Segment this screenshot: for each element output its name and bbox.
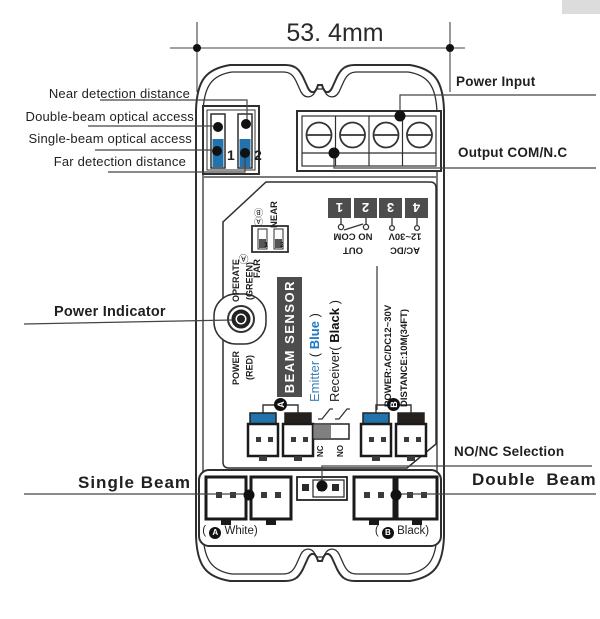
emitter-line: Emitter ( Blue ) [305,276,325,402]
receiver-word: Receiver [327,350,343,402]
terminal-power-labels: AC/DC 12~30V [379,229,431,257]
callout-no-nc-selection: NO/NC Selection [454,444,565,459]
connector-pair-b [359,404,428,461]
no-label: NO [336,445,345,457]
beam-sensor-title-box: BEAM SENSOR [277,277,302,397]
label-a-text: White) [221,525,258,537]
callout-dots [212,110,406,501]
single-beam-sockets [204,475,293,521]
dip-ab-label: ⒶⒷ [254,208,264,226]
receiver-paren-close: ) [327,300,343,309]
specs-block: POWER:AC/DC12~30V DISTANCE:10M(34FT) [381,281,413,407]
emitter-color-word: Blue [307,321,322,350]
label-a-white: ( A White) [180,525,280,539]
emitter-receiver-block: Emitter ( Blue ) Receiver( Black ) [305,276,345,402]
terminal-output-line1: OUT [342,244,364,256]
specs-power-line: POWER:AC/DC12~30V [383,304,394,407]
beam-sensor-title: BEAM SENSOR [282,280,297,394]
label-b-open: ( [374,525,382,537]
dip-switch [251,225,289,253]
receiver-color-word: Black [327,308,343,343]
operate-line2: (GREEN) [244,262,255,300]
terminal-output-labels: OUT NO COM [327,229,379,257]
callout-power-input: Power Input [456,74,536,89]
emitter-paren-open: ( [307,349,322,358]
operate-line1: OPERATE [231,259,241,303]
range-slider-box [202,105,260,175]
terminal-1: 1 [328,198,351,218]
dimension-lines [170,22,465,92]
pair-b-icon: B [386,397,400,411]
emitter-word: Emitter [307,360,322,402]
terminal-wiring-symbols [337,218,421,232]
power-led-line2: (RED) [244,355,255,381]
callout-output-com-nc: Output COM/N.C [458,145,568,160]
dip-switch-1-label: 1 [264,242,268,249]
label-a-letter-icon: A [209,526,222,539]
slider-1-label: 1 [227,147,235,163]
callout-lines [23,94,596,495]
terminal-output-line2: NO COM [333,230,373,242]
dimension-label: 53. 4mm [286,19,384,47]
power-led [213,293,267,345]
terminal-3: 3 [379,198,402,218]
dimension-dot-right [446,44,454,52]
dip-near-label: NEAR [269,201,280,228]
callout-power-indicator: Power Indicator [54,304,166,320]
terminal-4: 4 [404,198,428,218]
dimension-dot-left [193,44,201,52]
label-b-black: ( B Black) [352,525,452,539]
power-led-line1: POWER [231,351,241,386]
callout-double-beam-access: Double-beam optical access [25,109,194,124]
nc-no-switch [312,408,350,440]
terminal-block [296,110,442,172]
label-a-open: ( [202,525,210,537]
terminal-power-line2: 12~30V [388,230,422,242]
terminal-power-line1: AC/DC [389,244,421,256]
label-b-text: Black) [393,525,430,537]
receiver-line: Receiver( Black ) [325,276,345,402]
specs-distance-line: DISTANCE:10M(34FT) [399,309,411,407]
terminal-screws [305,121,433,149]
callout-double-beam: Double Beam [472,470,597,489]
label-panel [222,181,437,469]
pair-a-icon: A [273,397,287,411]
connector-pair-a [246,404,315,461]
receiver-paren-open: ( [327,342,343,351]
slider-2-label: 2 [254,147,262,163]
operate-green-label: OPERATE (GREEN) [230,250,257,312]
nc-label: NC [316,445,325,457]
corner-artifact [562,0,600,14]
power-red-label: POWER (RED) [230,337,257,399]
emitter-paren-close: ) [307,313,322,322]
dip-switch-2-label: 2 [280,242,284,249]
callout-single-beam: Single Beam [78,473,192,492]
label-b-letter-icon: B [381,526,394,539]
callout-far-detection: Far detection distance [53,154,186,169]
callout-single-beam-access: Single-beam optical access [28,131,192,146]
callout-near-detection: Near detection distance [48,86,190,101]
terminal-2: 2 [353,198,377,218]
